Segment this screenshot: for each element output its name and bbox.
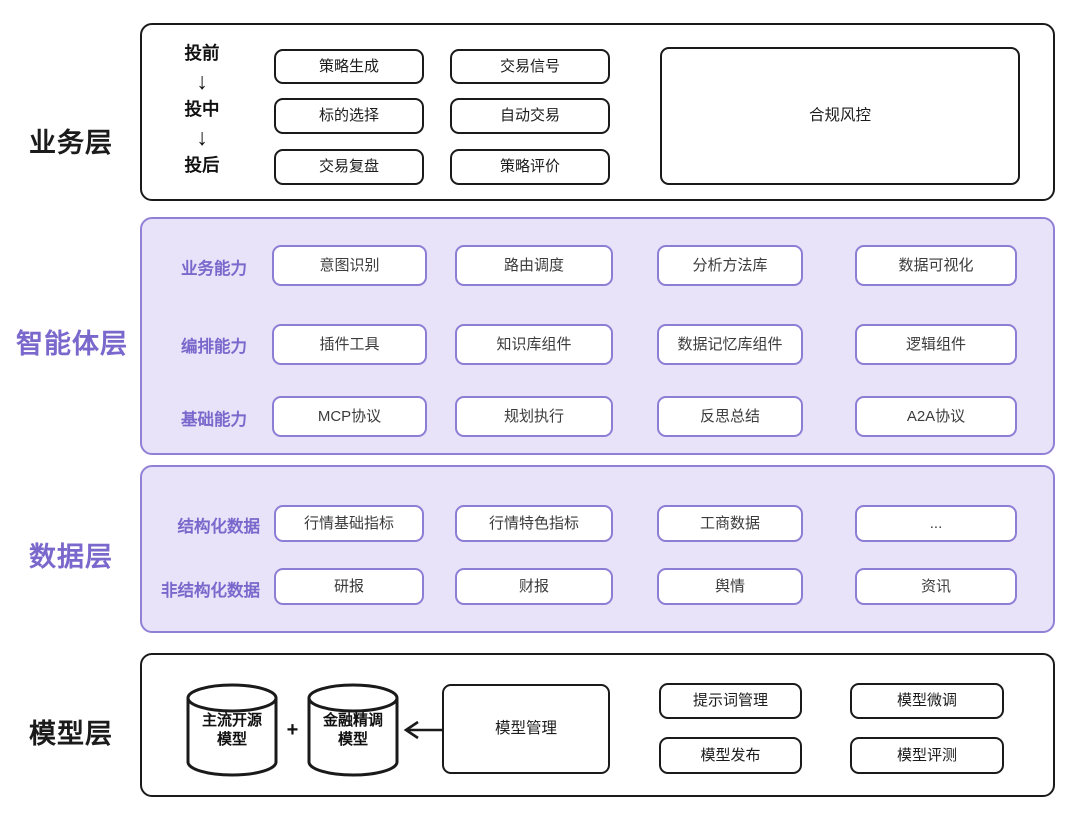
- left-arrow-icon: [400, 719, 446, 746]
- node-a2a-protocol: A2A协议: [855, 396, 1017, 437]
- node-market-basic-indicators: 行情基础指标: [274, 505, 424, 542]
- node-financial-reports: 财报: [455, 568, 613, 605]
- layer-label-data: 数据层: [29, 542, 113, 572]
- node-analysis-method-library: 分析方法库: [657, 245, 803, 286]
- layer-label-model: 模型层: [29, 719, 113, 749]
- model-layer-container: 主流开源 模型 + 金融精调 模型 模型管理 提示词管理 模型微调 模型发布: [140, 653, 1055, 797]
- node-business-registry-data: 工商数据: [657, 505, 803, 542]
- node-logic-component: 逻辑组件: [855, 324, 1017, 365]
- node-model-release: 模型发布: [659, 737, 802, 774]
- database-cylinder-icon: [186, 683, 278, 777]
- node-prompt-management: 提示词管理: [659, 683, 802, 719]
- row-label-business-capability: 业务能力: [181, 260, 247, 278]
- node-trading-signal: 交易信号: [450, 49, 610, 84]
- node-target-selection: 标的选择: [274, 98, 424, 134]
- row-label-unstructured-data: 非结构化数据: [161, 582, 260, 600]
- cylinder-label-line1: 主流开源: [201, 712, 262, 729]
- node-strategy-generation: 策略生成: [274, 49, 424, 84]
- business-layer-container: 投前 ↓ 投中 ↓ 投后 策略生成 标的选择 交易复盘 交易信号 自动交易 策略…: [140, 23, 1055, 201]
- agent-layer-container: 业务能力 意图识别 路由调度 分析方法库 数据可视化 编排能力 插件工具 知识库…: [140, 217, 1055, 455]
- node-trade-review: 交易复盘: [274, 149, 424, 185]
- node-ellipsis: ...: [855, 505, 1017, 542]
- cylinder-label: 主流开源 模型: [184, 711, 280, 749]
- cylinder-label: 金融精调 模型: [305, 711, 401, 749]
- database-cylinder-icon: [307, 683, 399, 777]
- node-market-special-indicators: 行情特色指标: [455, 505, 613, 542]
- data-layer-container: 结构化数据 行情基础指标 行情特色指标 工商数据 ... 非结构化数据 研报 财…: [140, 465, 1055, 633]
- node-planning-execution: 规划执行: [455, 396, 613, 437]
- node-compliance-risk-control: 合规风控: [660, 47, 1020, 185]
- open-source-models-cylinder: 主流开源 模型: [184, 682, 280, 778]
- node-knowledge-base-component: 知识库组件: [455, 324, 613, 365]
- node-auto-trading: 自动交易: [450, 98, 610, 134]
- investment-flow: 投前 ↓ 投中 ↓ 投后: [162, 41, 242, 177]
- row-label-orchestration-capability: 编排能力: [181, 338, 247, 356]
- down-arrow-icon: ↓: [196, 68, 208, 94]
- node-intent-recognition: 意图识别: [272, 245, 427, 286]
- flow-step-mid-investment: 投中: [184, 99, 220, 119]
- layer-label-business: 业务层: [29, 128, 113, 158]
- finance-finetuned-models-cylinder: 金融精调 模型: [305, 682, 401, 778]
- node-model-finetune: 模型微调: [850, 683, 1004, 719]
- layer-label-agent: 智能体层: [16, 329, 128, 359]
- cylinder-label-line1: 金融精调: [322, 712, 383, 729]
- node-strategy-evaluation: 策略评价: [450, 149, 610, 185]
- row-label-structured-data: 结构化数据: [177, 518, 261, 536]
- flow-step-post-investment: 投后: [184, 155, 220, 175]
- node-public-sentiment: 舆情: [657, 568, 803, 605]
- node-plugin-tools: 插件工具: [272, 324, 427, 365]
- node-reflection-summary: 反思总结: [657, 396, 803, 437]
- node-routing-dispatch: 路由调度: [455, 245, 613, 286]
- node-data-visualization: 数据可视化: [855, 245, 1017, 286]
- node-research-reports: 研报: [274, 568, 424, 605]
- node-news: 资讯: [855, 568, 1017, 605]
- plus-icon: +: [286, 719, 299, 741]
- node-model-management: 模型管理: [442, 684, 610, 774]
- cylinder-label-line2: 模型: [216, 731, 247, 748]
- cylinder-label-line2: 模型: [337, 731, 368, 748]
- node-data-memory-component: 数据记忆库组件: [657, 324, 803, 365]
- row-label-foundation-capability: 基础能力: [181, 411, 247, 429]
- node-mcp-protocol: MCP协议: [272, 396, 427, 437]
- flow-step-pre-investment: 投前: [184, 43, 220, 63]
- node-model-evaluation: 模型评测: [850, 737, 1004, 774]
- down-arrow-icon: ↓: [196, 124, 208, 150]
